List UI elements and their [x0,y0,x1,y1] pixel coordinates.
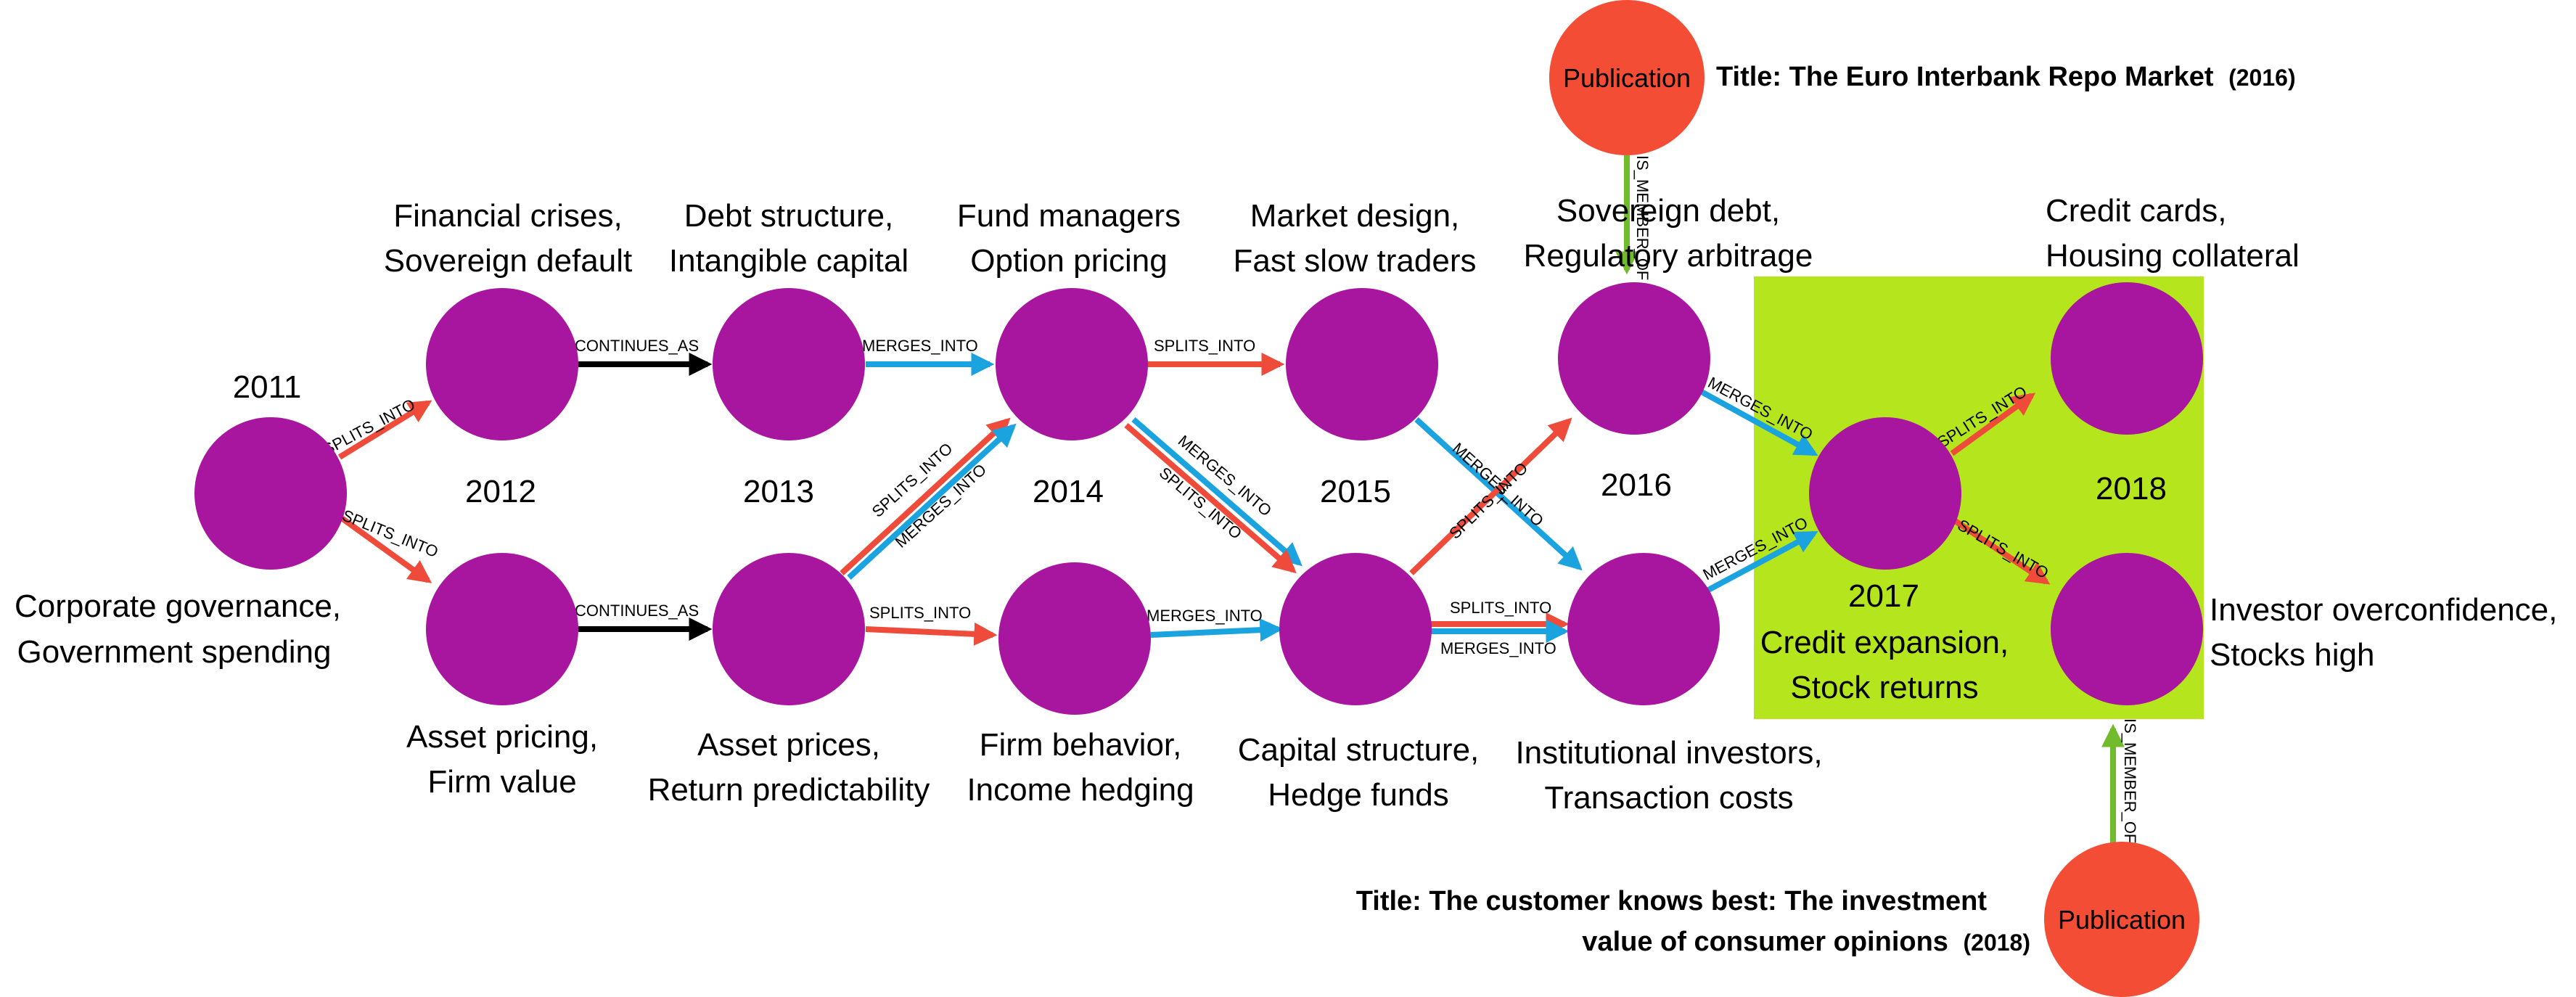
topic-node-2015b[interactable] [1279,553,1432,705]
topic-label-2015b-line1: Capital structure, [1238,732,1480,768]
topic-node-2011[interactable] [194,417,347,570]
topic-label-2014a-line1: Fund managers [957,198,1181,234]
edge-2016b-to-2017-merges [1700,530,1818,596]
topic-node-2018b[interactable] [2051,553,2203,705]
edge-label-2014b-2015b: MERGES_INTO [1147,607,1263,625]
edge-2014a-to-2015b-splits [1124,422,1297,574]
year-label-2015: 2015 [1320,474,1391,509]
topic-node-2015a[interactable] [1286,288,1438,440]
publication-1-year: (2016) [2228,65,2296,91]
topic-label-2011-line1: Corporate governance, [15,588,341,624]
topic-label-2018a-line1: Credit cards, [2046,193,2226,229]
topic-label-2018b-line1: Investor overconfidence, [2210,592,2557,628]
topic-label-2013b-line2: Return predictability [648,772,930,808]
edge-label-2015b-2016b-splits: SPLITS_INTO [1450,599,1551,617]
topic-node-2013b[interactable] [713,553,865,705]
topic-label-2011-line2: Government spending [17,634,332,670]
edge-2011-to-2012b-splits [337,514,432,583]
topic-label-2016b-line1: Institutional investors, [1515,735,1822,771]
publication-2-title-text: value of consumer opinions [1582,927,1948,957]
edge-2017-to-2018b-splits [1950,516,2051,585]
topic-label-2013a-line1: Debt structure, [684,198,894,234]
publication-node-2[interactable] [2044,842,2199,997]
year-label-2017: 2017 [1848,578,1919,614]
edge-label-2015b-2016b-merges: MERGES_INTO [1440,639,1556,657]
edge-label-2011-2012a: SPLITS_INTO [320,395,419,459]
topic-label-2013a-line2: Intangible capital [669,243,908,279]
topic-node-2014a[interactable] [996,288,1148,440]
publication-node-1[interactable] [1549,0,1705,155]
topic-label-2016b-line2: Transaction costs [1544,780,1793,816]
topic-label-2012b-line1: Asset pricing, [406,719,598,755]
publication-node-2-label: Publication [2058,905,2186,935]
topic-label-2015a-line2: Fast slow traders [1234,243,1477,279]
topic-node-2016b[interactable] [1567,553,1720,705]
edge-label-2013a-2014a: MERGES_INTO [862,337,978,355]
edge-label-pub1-member: IS_MEMBER_OF [1633,155,1652,280]
topic-label-2016a-line2: Regulatory arbitrage [1524,238,1813,274]
topic-label-2014b-line2: Income hedging [967,772,1194,808]
edge-label-2012a-2013a: CONTINUES_AS [575,337,699,355]
edge-label-2012b-2013b: CONTINUES_AS [575,602,699,620]
publication-2-year: (2018) [1964,930,2031,956]
edge-label-2014a-2015b-merges: MERGES_INTO [1175,432,1275,520]
topic-label-2013b-line1: Asset prices, [697,727,880,763]
edge-2011-to-2012a-splits [337,400,432,460]
edge-2014b-to-2015b-merges [1150,618,1284,642]
topic-label-2014a-line2: Option pricing [970,243,1167,279]
topic-label-2012a-line2: Sovereign default [384,243,632,279]
edge-2013b-to-2014a-splits [840,417,1011,575]
edge-2013b-to-2014b-splits [865,622,998,646]
topic-label-2018a-line2: Housing collateral [2046,238,2300,274]
edge-2017-to-2018a-splits [1950,393,2036,456]
edge-label-pub2-member: IS_MEMBER_OF [2121,718,2139,843]
topic-node-2016a[interactable] [1558,282,1710,435]
topic-label-2017-line2: Stock returns [1790,670,1978,705]
topic-label-2015b-line2: Hedge funds [1268,777,1449,813]
edge-2013b-to-2014a-merges [847,423,1017,580]
publication-2-title-line2: value of consumer opinions (2018) [1582,927,2030,957]
topic-label-2012a-line1: Financial crises, [393,198,622,234]
publication-2-title-line1: Title: The customer knows best: The inve… [1356,886,1988,916]
edge-2015b-to-2016a-splits [1409,417,1572,575]
topic-node-2012b[interactable] [426,553,578,705]
topic-label-2016a-line1: Sovereign debt, [1556,193,1780,229]
year-label-2016: 2016 [1601,467,1672,503]
topic-label-2015a-line1: Market design, [1250,198,1460,234]
topic-label-2014b-line1: Firm behavior, [980,727,1182,763]
topic-label-2018b-line2: Stocks high [2210,637,2374,673]
topic-node-2017[interactable] [1809,417,1961,570]
year-label-2018: 2018 [2096,471,2167,506]
publication-node-1-label: Publication [1563,63,1691,93]
year-label-2011: 2011 [233,369,302,405]
topic-node-2018a[interactable] [2051,282,2203,435]
topic-node-2014b[interactable] [998,562,1151,715]
topic-label-2012b-line2: Firm value [427,764,576,800]
topic-label-2017-line1: Credit expansion, [1760,625,2009,660]
year-label-2014: 2014 [1033,474,1104,509]
year-label-2012: 2012 [465,474,536,509]
edge-label-2014a-2015a: SPLITS_INTO [1154,337,1255,355]
topic-node-2013a[interactable] [713,288,865,440]
publication-1-title: Title: The Euro Interbank Repo Market (2… [1716,62,2296,92]
edge-2014a-to-2015b-merges [1131,417,1303,567]
edge-2016a-to-2017-merges [1700,389,1818,456]
topic-node-2012a[interactable] [426,288,578,440]
publication-1-title-text: Title: The Euro Interbank Repo Market [1716,62,2214,92]
year-label-2013: 2013 [743,474,814,509]
edge-label-2013b-2014b: SPLITS_INTO [869,604,971,622]
